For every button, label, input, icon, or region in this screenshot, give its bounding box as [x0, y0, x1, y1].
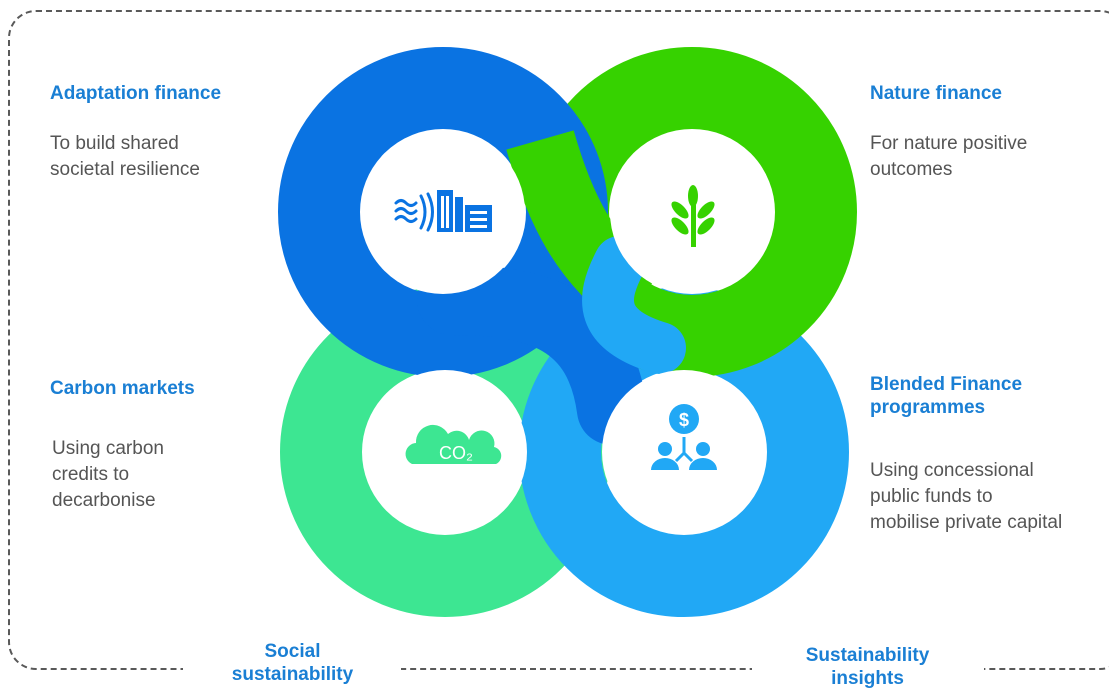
flood-building-icon — [394, 192, 434, 232]
adaptation-finance-description: To build shared societal resilience — [50, 133, 200, 180]
adaptation-finance-title: Adaptation finance — [50, 83, 222, 104]
dashed-frame — [8, 10, 1109, 670]
nature-finance-title: Nature finance — [870, 83, 1002, 104]
frame-gap-right — [752, 664, 984, 672]
dollar-sign: $ — [679, 410, 689, 430]
frame-gap-left — [183, 664, 401, 672]
building-icon — [437, 190, 492, 232]
carbon-markets-description: Using carbon credits to decarbonise — [52, 438, 164, 511]
sustainability-insights-label: Sustainability insights — [805, 645, 930, 689]
nature-finance-description: For nature positive outcomes — [870, 133, 1028, 180]
plant-sprout-icon — [671, 185, 715, 247]
people-funding-icon: $ — [651, 404, 717, 470]
co2-cloud-icon: CO₂ — [405, 424, 502, 464]
co2-label: CO₂ — [439, 443, 473, 463]
carbon-markets-title: Carbon markets — [50, 378, 195, 399]
blended-finance-description: Using concessional public funds to mobil… — [870, 460, 1063, 533]
social-sustainability-label: Social sustainability — [231, 641, 354, 685]
blended-finance-title: Blended Finance programmes — [870, 374, 1023, 418]
link-adaptation-blended — [417, 265, 647, 445]
link-blended-nature — [582, 236, 686, 374]
